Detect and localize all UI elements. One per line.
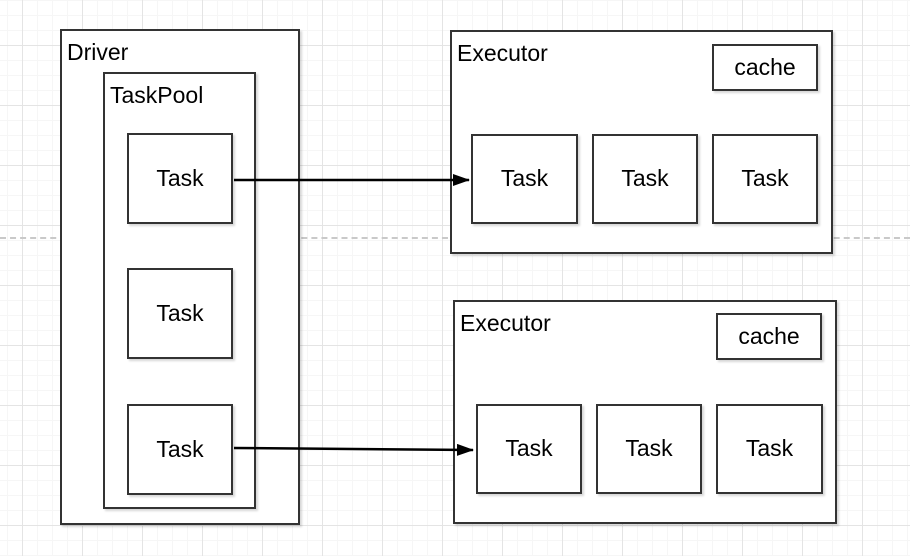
executor-2-task-3-label: Task (745, 435, 794, 462)
executor-1-task-2-label: Task (621, 165, 669, 192)
arrow-taskpool-task3-to-executor2[interactable] (233, 443, 474, 456)
taskpool-task-1-label: Task (156, 164, 204, 191)
executor-2-task-2-box[interactable]: Task (596, 404, 702, 494)
taskpool-task-1-box[interactable]: Task (127, 133, 233, 224)
executor-2-task-1-label: Task (505, 435, 553, 462)
executor-2-cache-label: cache (738, 322, 800, 349)
taskpool-box[interactable]: TaskPool Task Task Task (103, 72, 256, 509)
executor-1-task-3-box[interactable]: Task (712, 134, 818, 224)
executor-1-label: Executor (457, 40, 548, 66)
executor-1-cache-label: cache (734, 53, 796, 80)
driver-box[interactable]: Driver TaskPool Task Task Task (60, 29, 300, 525)
executor-1-task-3-label: Task (741, 165, 789, 192)
executor-2-task-3-box[interactable]: Task (716, 404, 823, 494)
executor-2-task-1-box[interactable]: Task (476, 404, 582, 494)
taskpool-label: TaskPool (110, 82, 204, 108)
executor-2-label: Executor (460, 310, 551, 336)
executor-1-task-1-box[interactable]: Task (471, 134, 578, 224)
executor-2-task-2-label: Task (625, 435, 673, 462)
taskpool-task-2-label: Task (156, 299, 204, 326)
executor-1-cache-box[interactable]: cache (712, 44, 818, 91)
taskpool-task-2-box[interactable]: Task (127, 268, 233, 359)
executor-1-box[interactable]: Executor cache Task Task Task (450, 30, 833, 254)
executor-2-cache-box[interactable]: cache (716, 313, 822, 360)
driver-label: Driver (67, 39, 129, 65)
taskpool-task-3-label: Task (156, 435, 204, 462)
taskpool-task-3-box[interactable]: Task (127, 404, 233, 495)
executor-1-task-2-box[interactable]: Task (592, 134, 698, 224)
executor-2-box[interactable]: Executor cache Task Task Task (453, 300, 837, 524)
executor-1-task-1-label: Task (500, 165, 549, 192)
